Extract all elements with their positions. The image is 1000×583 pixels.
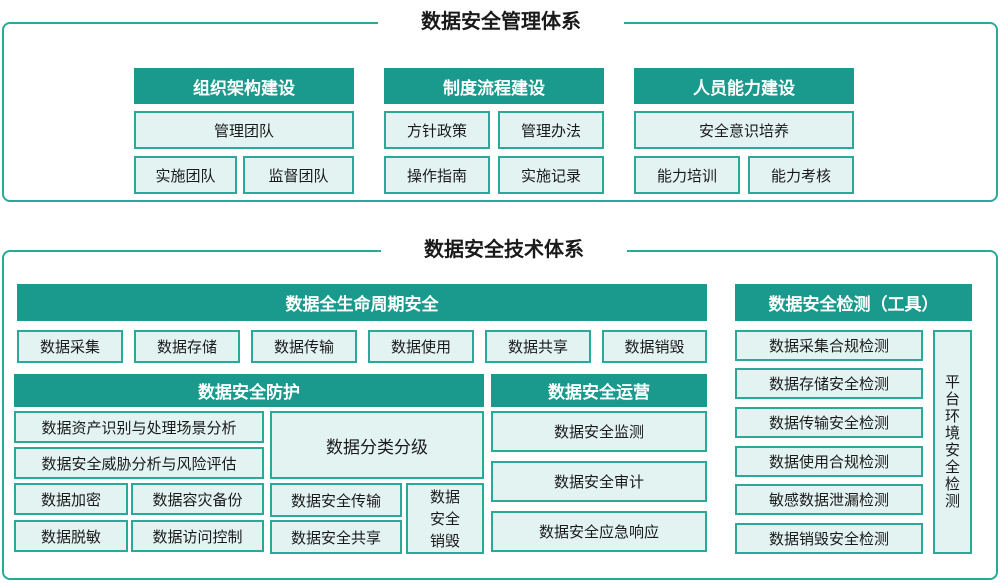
operation-guide-box: 操作指南 xyxy=(384,156,490,194)
secure-transfer-box: 数据安全传输 xyxy=(270,483,402,517)
lifecycle-item: 数据共享 xyxy=(485,330,591,363)
impl-record-box: 实施记录 xyxy=(498,156,604,194)
lifecycle-header: 数据全生命周期安全 xyxy=(17,284,707,321)
detection-item: 数据采集合规检测 xyxy=(735,330,923,361)
personnel-header: 人员能力建设 xyxy=(634,68,854,104)
monitoring-box: 数据安全监测 xyxy=(491,411,707,452)
technical-title: 数据安全技术体系 xyxy=(381,236,627,262)
secure-destroy-line: 销毁 xyxy=(429,531,460,550)
secure-destroy-line: 数据 xyxy=(429,487,460,506)
classification-box: 数据分类分级 xyxy=(270,411,484,479)
lifecycle-item: 数据传输 xyxy=(251,330,357,363)
mgmt-method-box: 管理办法 xyxy=(498,111,604,149)
lifecycle-item: 数据采集 xyxy=(17,330,123,363)
policy-box: 方针政策 xyxy=(384,111,490,149)
lifecycle-item: 数据使用 xyxy=(368,330,474,363)
detection-item: 数据销毁安全检测 xyxy=(735,523,923,554)
org-structure-header: 组织架构建设 xyxy=(134,68,354,104)
secure-destroy-line: 安全 xyxy=(429,509,460,528)
disaster-backup-box: 数据容灾备份 xyxy=(131,483,264,515)
audit-box: 数据安全审计 xyxy=(491,461,707,502)
awareness-box: 安全意识培养 xyxy=(634,111,854,149)
secure-sharing-box: 数据安全共享 xyxy=(270,520,402,554)
mgmt-team-box: 管理团队 xyxy=(134,111,354,149)
detection-item: 数据使用合规检测 xyxy=(735,446,923,477)
secure-destroy-box: 数据 安全 销毁 xyxy=(406,483,484,554)
masking-box: 数据脱敏 xyxy=(14,520,128,552)
policy-process-header: 制度流程建设 xyxy=(384,68,604,104)
lifecycle-item: 数据存储 xyxy=(134,330,240,363)
management-title: 数据安全管理体系 xyxy=(378,8,624,34)
assessment-box: 能力考核 xyxy=(748,156,854,194)
detection-item: 敏感数据泄漏检测 xyxy=(735,484,923,515)
detection-header: 数据安全检测（工具） xyxy=(735,284,972,321)
asset-identification-box: 数据资产识别与处理场景分析 xyxy=(14,411,264,443)
lifecycle-item: 数据销毁 xyxy=(602,330,707,363)
operations-header: 数据安全运营 xyxy=(491,374,707,407)
supervise-team-box: 监督团队 xyxy=(243,156,354,194)
detection-item: 数据存储安全检测 xyxy=(735,368,923,399)
threat-analysis-box: 数据安全威胁分析与风险评估 xyxy=(14,447,264,479)
emergency-response-box: 数据安全应急响应 xyxy=(491,511,707,552)
platform-env-detection-box: 平台环境安全检测 xyxy=(933,330,972,554)
encryption-box: 数据加密 xyxy=(14,483,128,515)
impl-team-box: 实施团队 xyxy=(134,156,237,194)
detection-item: 数据传输安全检测 xyxy=(735,407,923,438)
protection-header: 数据安全防护 xyxy=(14,374,484,407)
access-control-box: 数据访问控制 xyxy=(131,520,264,552)
training-box: 能力培训 xyxy=(634,156,740,194)
